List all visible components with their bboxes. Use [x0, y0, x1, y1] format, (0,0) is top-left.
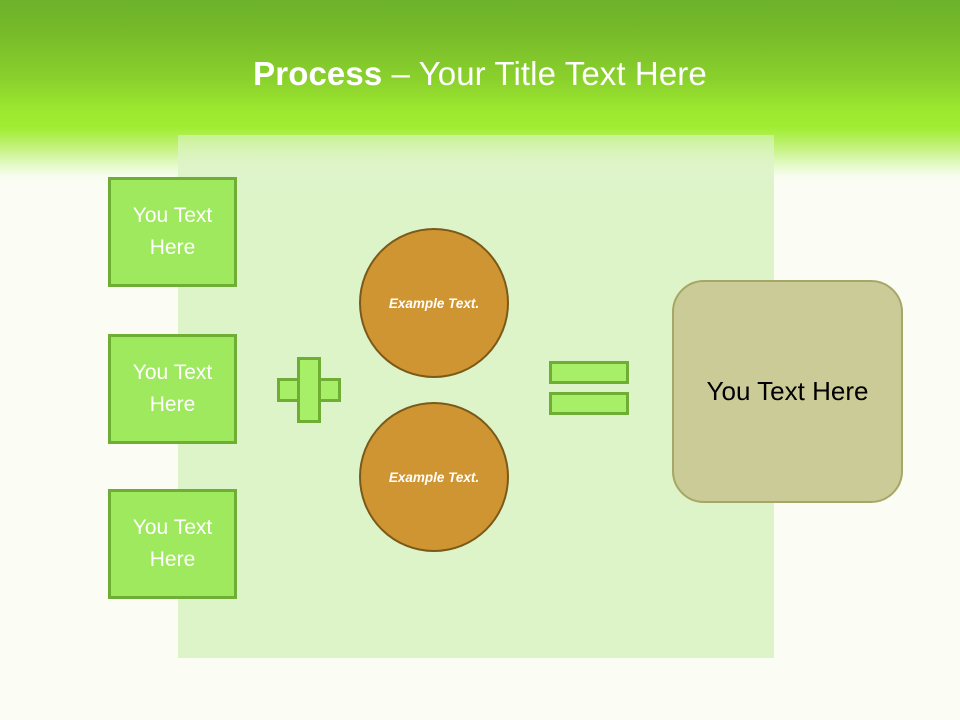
example-circle-2-label: Example Text. [388, 469, 480, 485]
result-box[interactable]: You Text Here [672, 280, 903, 503]
equals-icon [549, 361, 629, 415]
input-box-3[interactable]: You Text Here [108, 489, 237, 599]
example-circle-1[interactable]: Example Text. [359, 228, 509, 378]
plus-icon [277, 357, 341, 423]
page-title-rest: – Your Title Text Here [382, 55, 707, 92]
page-title: Process – Your Title Text Here [0, 54, 960, 94]
input-box-1-label: You Text Here [132, 204, 213, 259]
input-box-3-label: You Text Here [132, 516, 213, 571]
input-box-2[interactable]: You Text Here [108, 334, 237, 444]
equals-icon-top-bar [549, 361, 629, 384]
page-title-bold: Process [253, 55, 383, 92]
example-circle-1-label: Example Text. [388, 295, 480, 311]
plus-icon-center-fill [300, 381, 318, 399]
example-circle-2[interactable]: Example Text. [359, 402, 509, 552]
equals-icon-bottom-bar [549, 392, 629, 415]
input-box-1[interactable]: You Text Here [108, 177, 237, 287]
input-box-2-label: You Text Here [132, 361, 213, 416]
result-box-label: You Text Here [706, 376, 869, 406]
